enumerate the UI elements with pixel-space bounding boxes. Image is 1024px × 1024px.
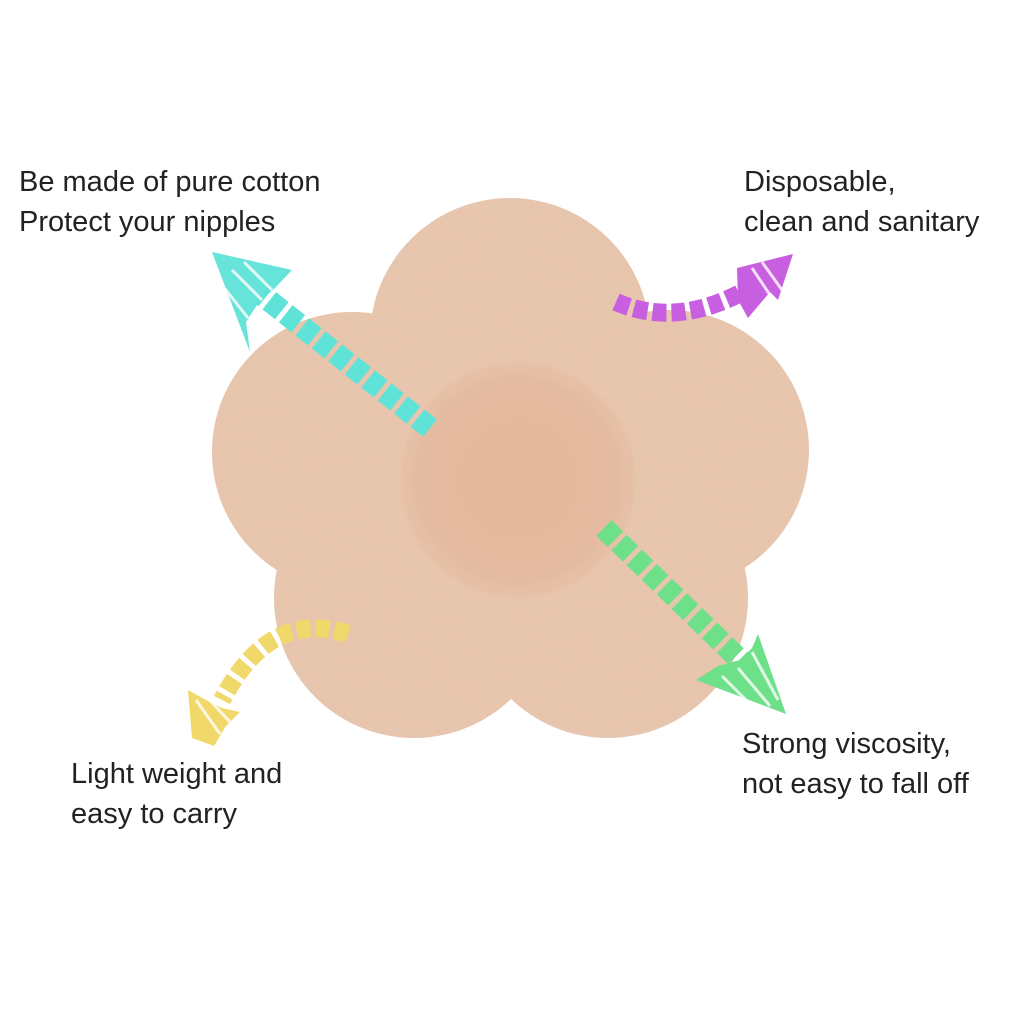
feature-strong-viscosity-line1: Strong viscosity, <box>742 728 951 760</box>
feature-light-weight-line2: easy to carry <box>71 798 237 830</box>
feature-pure-cotton-line1: Be made of pure cotton <box>19 166 321 198</box>
arrow-curved-right-icon <box>612 254 793 322</box>
feature-light-weight-line1: Light weight and <box>71 758 283 790</box>
feature-pure-cotton: Be made of pure cotton Protect your nipp… <box>19 162 320 242</box>
feature-disposable-line1: Disposable, <box>744 166 896 198</box>
feature-strong-viscosity: Strong viscosity, not easy to fall off <box>742 724 969 804</box>
feature-pure-cotton-line2: Protect your nipples <box>19 206 276 238</box>
feature-strong-viscosity-line2: not easy to fall off <box>742 768 969 800</box>
arrow-curved-down-icon <box>188 619 351 746</box>
feature-disposable: Disposable, clean and sanitary <box>744 162 979 242</box>
feature-light-weight: Light weight and easy to carry <box>71 754 282 834</box>
arrow-down-right-icon <box>596 520 786 714</box>
pad-center <box>400 362 636 598</box>
arrow-up-left-icon <box>212 252 437 437</box>
feature-disposable-line2: clean and sanitary <box>744 206 980 238</box>
